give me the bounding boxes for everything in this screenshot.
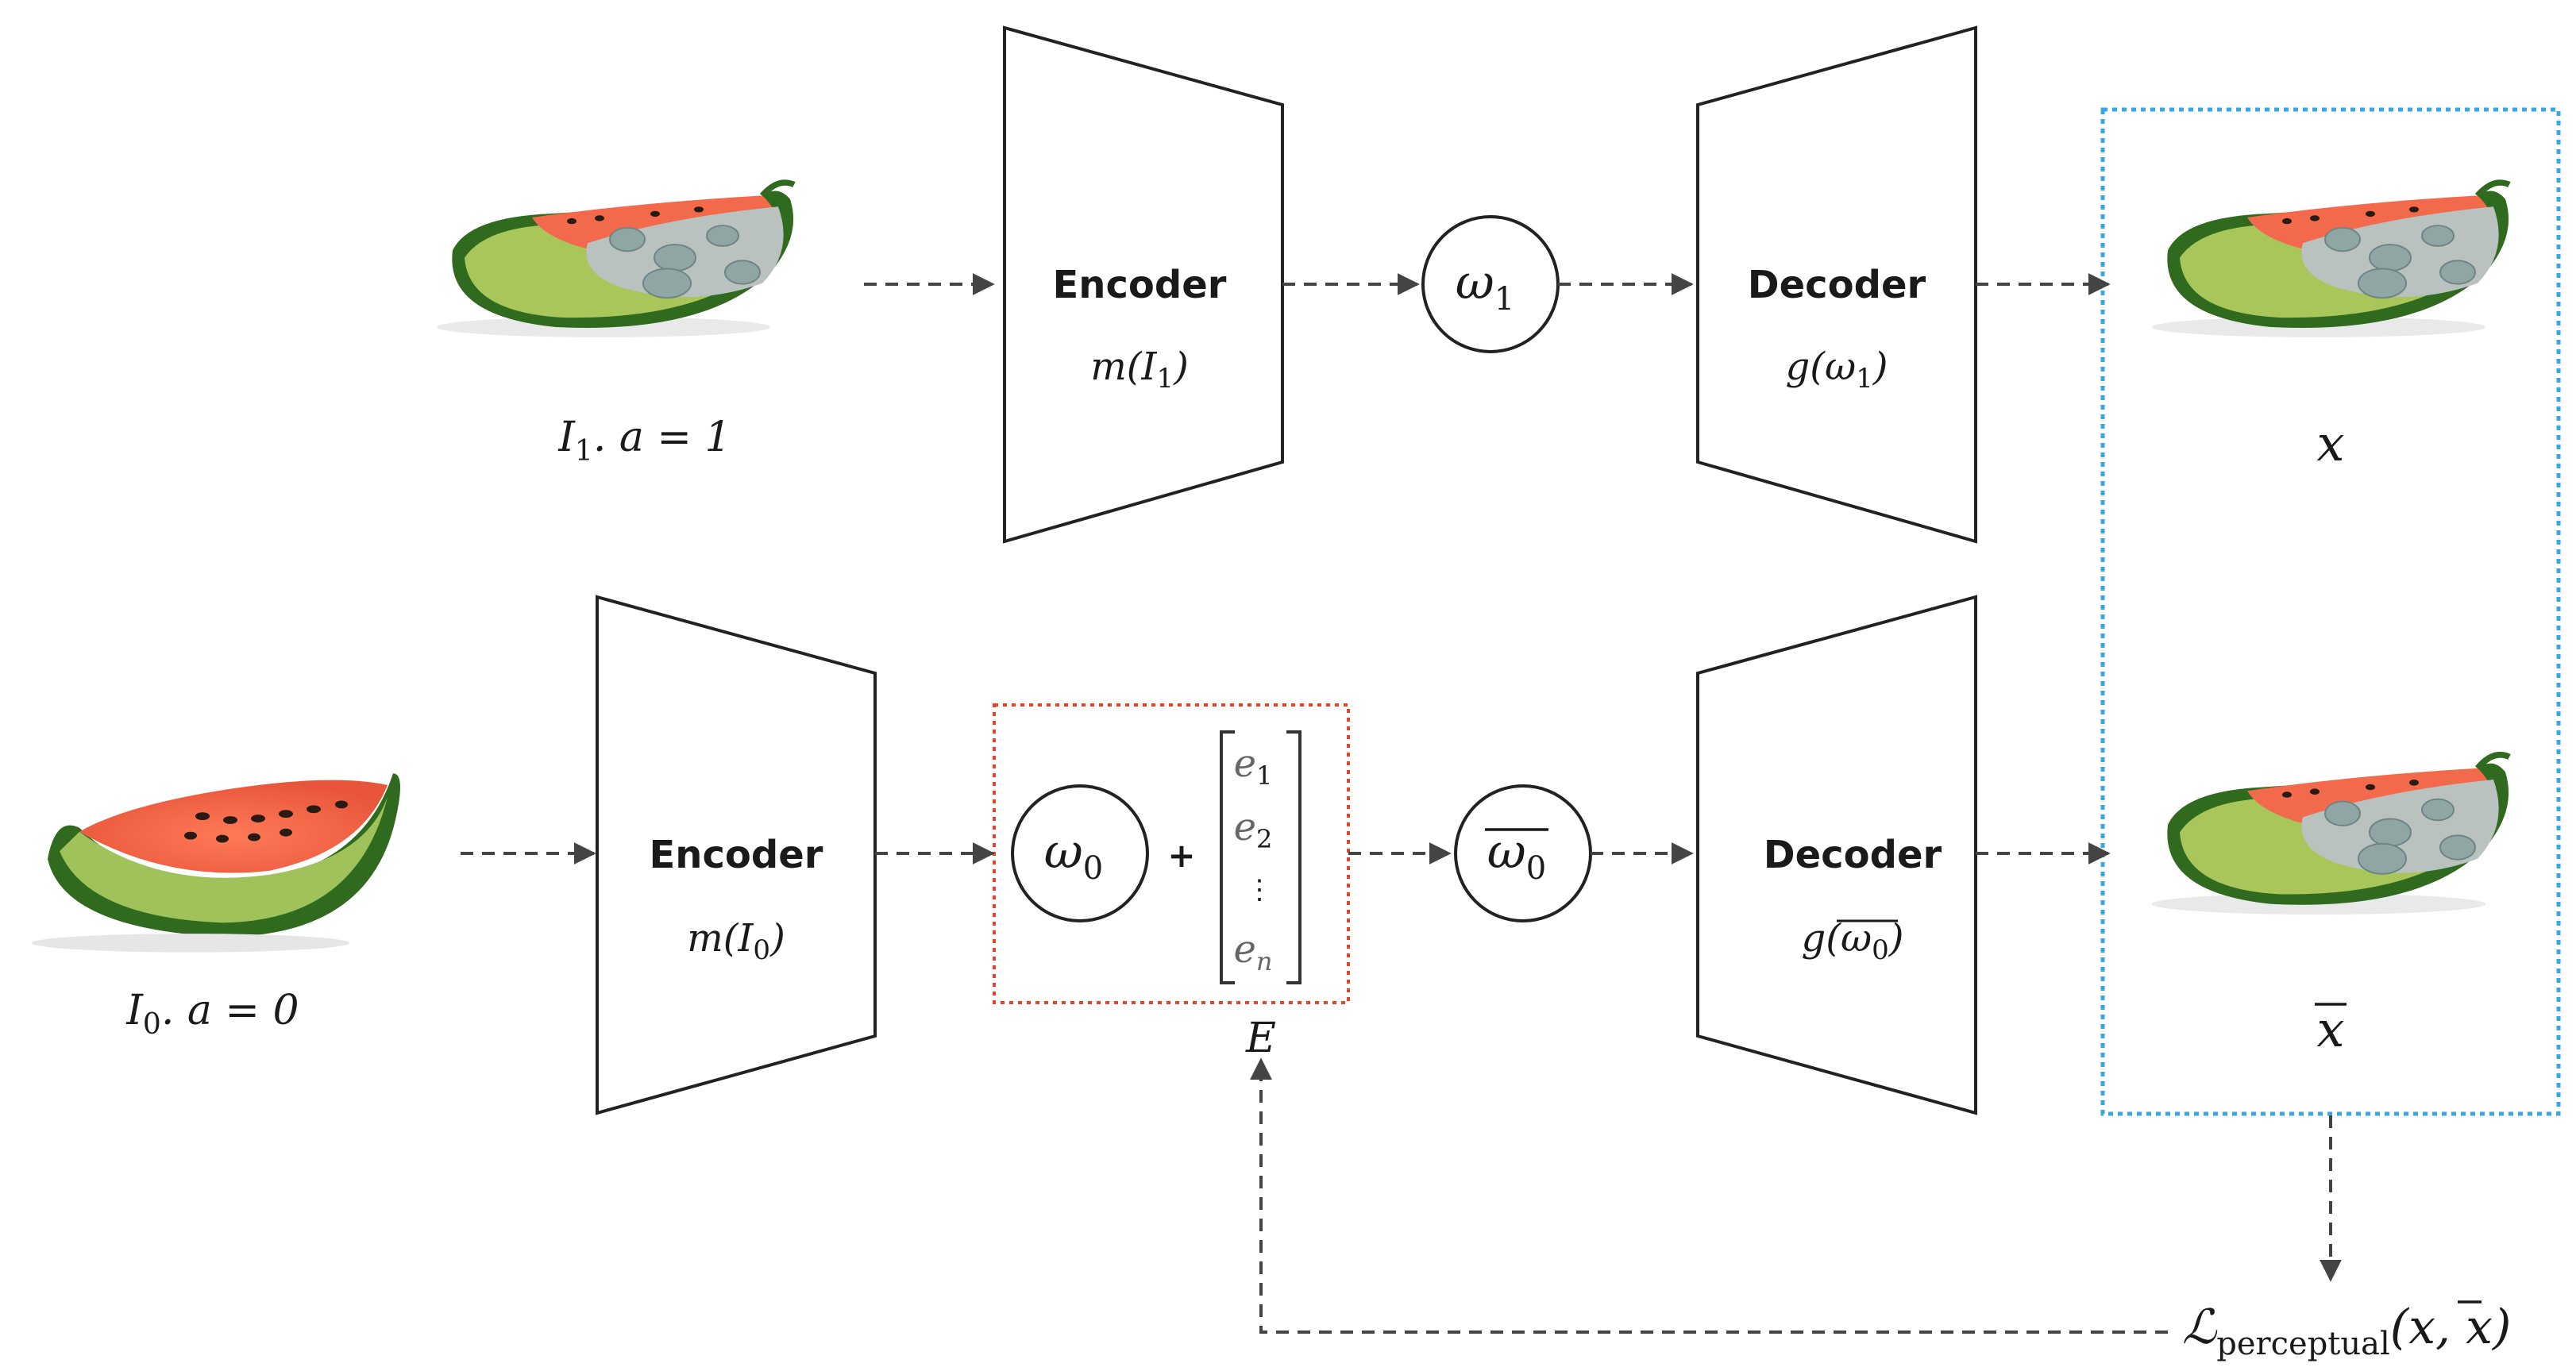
svg-text:ω0: ω0 <box>1487 824 1546 887</box>
edit-vector: e1 e2 ⋮ en <box>1220 730 1301 984</box>
svg-text:ω0: ω0 <box>1044 824 1103 887</box>
top-output-image <box>2152 183 2509 337</box>
top-decoder-function: g(ω1) <box>1786 345 1888 395</box>
top-decoder: Decoder g(ω1) <box>1696 25 1977 544</box>
plus-sign: + <box>1167 836 1195 875</box>
bottom-encoder: Encoder m(I0) <box>596 595 877 1115</box>
top-decoder-title: Decoder <box>1748 263 1926 307</box>
perceptual-loss: ℒperceptual(x, x) <box>2182 1300 2511 1362</box>
bottom-decoder-title: Decoder <box>1764 833 1942 877</box>
top-input-image <box>437 183 794 337</box>
top-encoder-function: m(I1) <box>1090 345 1189 395</box>
output-region-box <box>2100 107 2561 1116</box>
edited-latent-node: ω0 <box>1454 784 1592 922</box>
svg-text:ω1: ω1 <box>1456 255 1514 318</box>
bottom-encoder-title: Encoder <box>650 833 823 877</box>
arrow-loss-feedback-to-edit <box>1250 1057 2168 1334</box>
svg-text:ℒperceptual(x, x): ℒperceptual(x, x) <box>2182 1300 2511 1362</box>
bottom-input-label: I0. a = 0 <box>125 987 299 1041</box>
svg-text:e2: e2 <box>1234 805 1273 854</box>
bottom-encoder-function: m(I0) <box>687 916 785 966</box>
top-output-label: x <box>2317 414 2345 472</box>
top-input-label: I1. a = 1 <box>557 414 731 468</box>
svg-text:⋮: ⋮ <box>1246 874 1273 906</box>
top-encoder-title: Encoder <box>1053 263 1227 307</box>
bottom-latent-node: ω0 <box>1011 784 1149 922</box>
bottom-output-image <box>2152 755 2509 915</box>
bottom-decoder-function: g(ω0) <box>1802 916 1904 966</box>
top-latent-node: ω1 <box>1421 215 1560 353</box>
top-encoder: Encoder m(I1) <box>1003 25 1284 544</box>
svg-text:en: en <box>1233 927 1272 976</box>
svg-text:e1: e1 <box>1234 741 1273 791</box>
edit-set-label: E <box>1245 1015 1276 1062</box>
bottom-output-label: x <box>2317 1000 2345 1058</box>
bottom-decoder: Decoder g(ω0) <box>1696 595 1977 1115</box>
bottom-input-image <box>32 773 400 953</box>
